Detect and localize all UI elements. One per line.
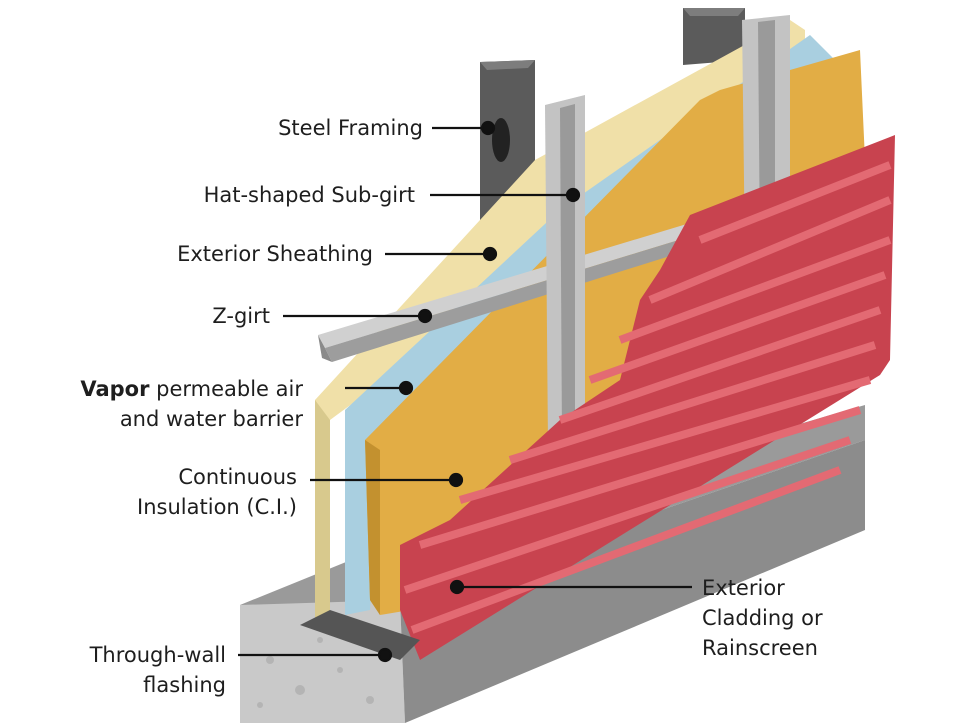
dot-exterior-sheathing <box>482 246 498 262</box>
leader-lines <box>238 120 692 663</box>
label-flashing-line2: flashing <box>143 673 226 697</box>
dot-exterior-cladding <box>449 579 465 595</box>
label-hat-shaped-subgirt: Hat-shaped Sub-girt <box>203 183 415 207</box>
label-vapor-line2: and water barrier <box>119 407 303 431</box>
label-continuous-insulation: Continuous Insulation (C.I.) <box>137 462 297 522</box>
dot-z-girt <box>417 308 433 324</box>
label-cladding-line3: Rainscreen <box>702 636 818 660</box>
dot-vapor-barrier <box>398 380 414 396</box>
dot-hat-subgirt <box>565 187 581 203</box>
dot-through-wall-flashing <box>377 647 393 663</box>
label-cladding-line1: Exterior <box>702 576 785 600</box>
exterior-cladding <box>400 135 895 660</box>
dot-continuous-insulation <box>448 472 464 488</box>
label-flashing-line1: Through-wall <box>89 643 226 667</box>
dot-steel-framing <box>480 120 496 136</box>
label-vapor-bold: Vapor <box>80 377 150 401</box>
label-vapor-permeable-barrier: Vapor permeable air and water barrier <box>80 374 303 434</box>
label-ci-line1: Continuous <box>178 465 297 489</box>
through-wall-flashing <box>300 610 420 660</box>
label-z-girt: Z-girt <box>212 304 270 328</box>
label-cladding-line2: Cladding or <box>702 606 823 630</box>
continuous-insulation <box>365 50 865 615</box>
label-vapor-rest: permeable air <box>149 377 303 401</box>
label-steel-framing: Steel Framing <box>278 116 423 140</box>
label-exterior-cladding: Exterior Cladding or Rainscreen <box>702 573 823 663</box>
label-exterior-sheathing: Exterior Sheathing <box>177 242 373 266</box>
label-ci-line2: Insulation (C.I.) <box>137 495 297 519</box>
label-through-wall-flashing: Through-wall flashing <box>90 640 226 700</box>
